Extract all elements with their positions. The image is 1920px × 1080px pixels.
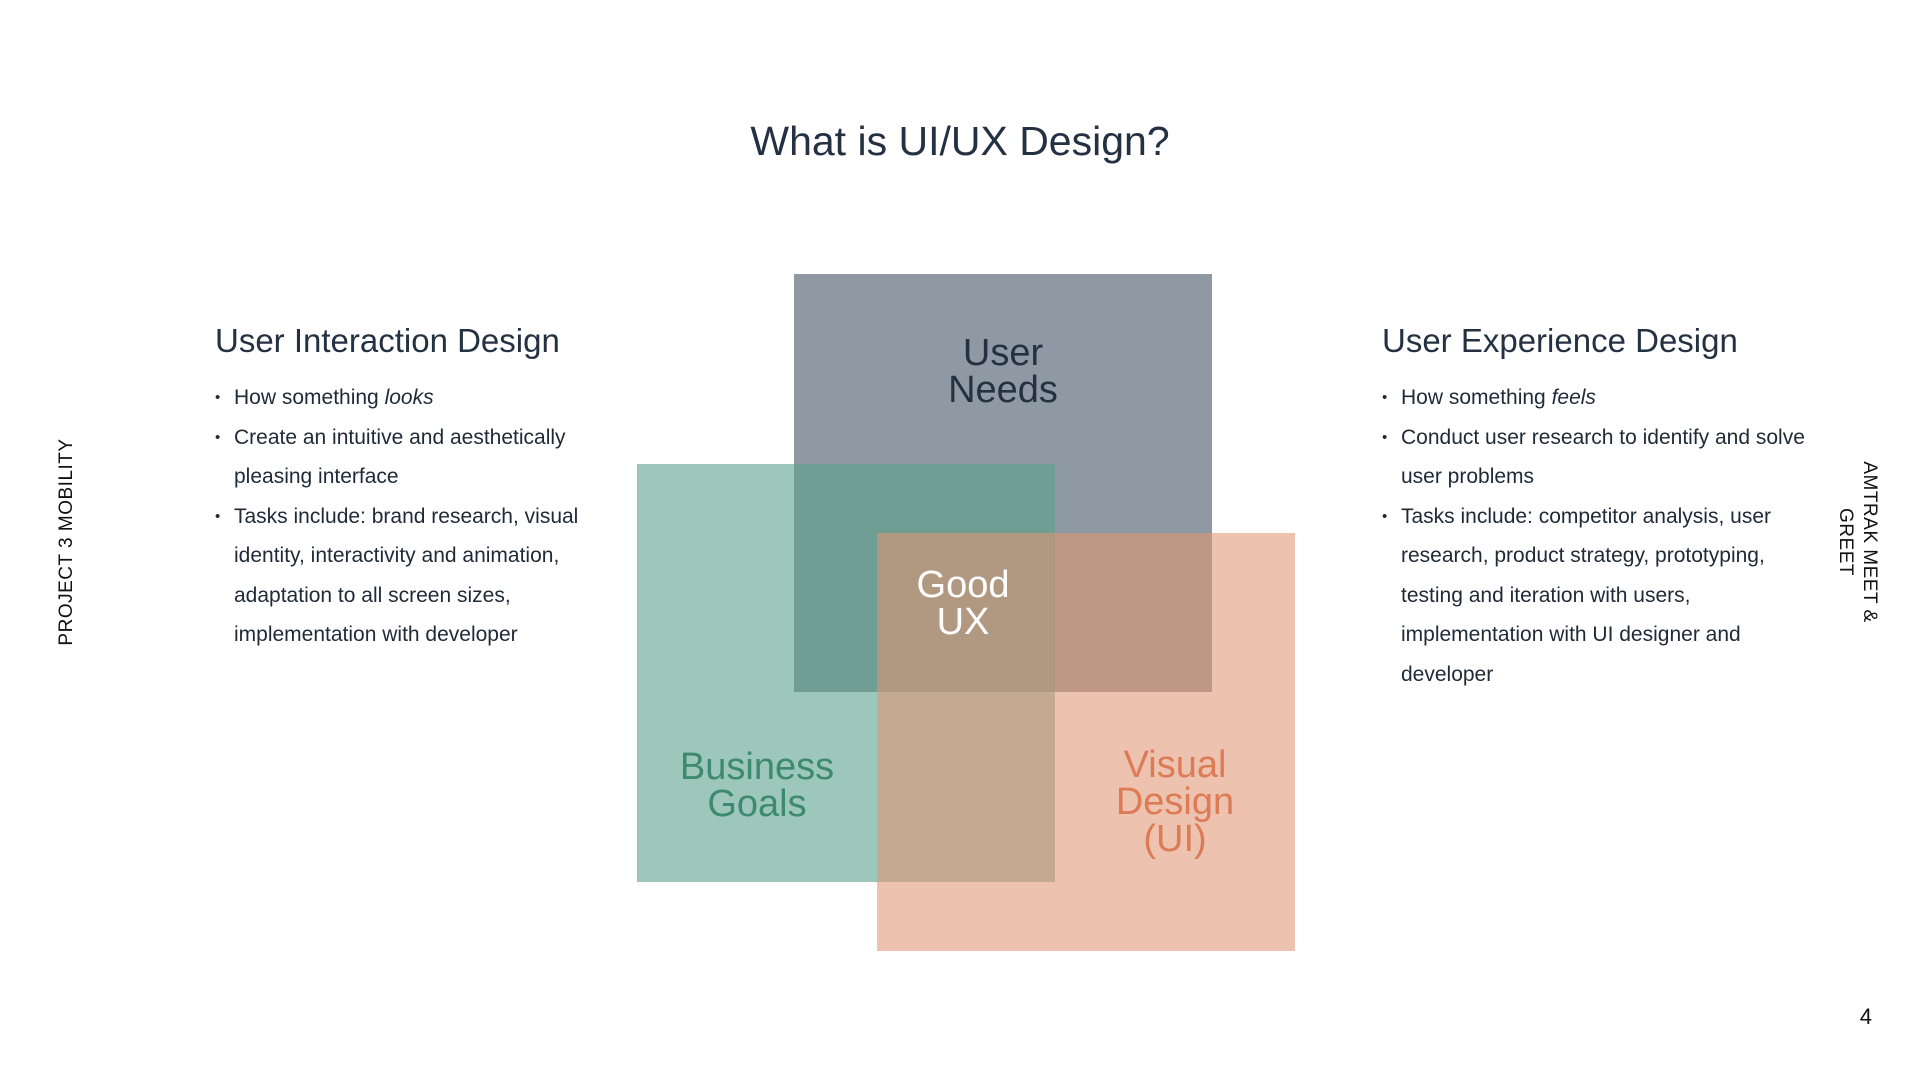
bullet-emphasis: feels [1551,386,1596,409]
user-needs-label: User Needs [948,332,1058,411]
good-ux-label: Good UX [916,564,1010,643]
list-item: How something looks [215,378,635,418]
user-experience-design-heading: User Experience Design [1382,322,1738,359]
user-experience-design-column: User Experience Design How something fee… [1382,322,1812,694]
user-interaction-design-heading: User Interaction Design [215,322,560,359]
list-item: Conduct user research to identify and so… [1382,418,1812,497]
user-needs-square [794,274,1212,692]
visual-design-square [877,533,1295,951]
bullet-emphasis: looks [384,386,434,409]
user-interaction-design-column: User Interaction Design How something lo… [215,322,635,655]
user-interaction-design-list: How something looks Create an intuitive … [215,378,635,655]
slide-title: What is UI/UX Design? [750,118,1170,164]
list-item: Create an intuitive and aesthetically pl… [215,418,635,497]
list-item: Tasks include: brand research, visual id… [215,497,635,655]
bullet-text: How something [234,386,385,409]
list-item: How something feels [1382,378,1812,418]
page-number: 4 [1859,1004,1872,1029]
business-goals-square [637,464,1055,882]
user-experience-design-list: How something feels Conduct user researc… [1382,378,1812,694]
visual-design-label: Visual Design (UI) [1115,744,1235,860]
bullet-text: How something [1401,386,1552,409]
side-label-project: PROJECT 3 MOBILITY [56,438,77,646]
side-label-amtrak: AMTRAK MEET & GREET [1835,461,1880,623]
list-item: Tasks include: competitor analysis, user… [1382,497,1812,695]
business-goals-label: Business Goals [679,746,835,825]
